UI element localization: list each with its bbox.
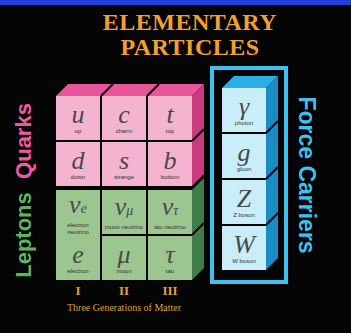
particle-name: Z boson: [233, 212, 255, 219]
particle-name: top: [166, 128, 174, 135]
particle-cube: ggluon: [222, 134, 266, 178]
axis-caption: Three Generations of Matter: [67, 302, 181, 313]
particle-name: electron neutrino: [58, 222, 98, 235]
quark-side-face: [192, 84, 204, 186]
quark-top-face: [56, 84, 204, 96]
generation-number: I: [75, 283, 80, 299]
particle-cube: eelectron: [56, 236, 100, 280]
particle-symbol: μ: [117, 241, 130, 268]
particle-symbol: c: [118, 101, 130, 128]
generation-number: II: [119, 283, 129, 299]
particle-symbol: ντ: [162, 193, 179, 224]
particle-cube: uup: [56, 96, 100, 140]
particle-cube: νμmuon neutrino: [102, 190, 146, 234]
particle-symbol: νμ: [115, 193, 134, 224]
face-divider: [147, 84, 159, 96]
face-divider: [266, 213, 278, 225]
particle-symbol: νe: [69, 191, 87, 222]
face-divider: [192, 223, 204, 235]
particle-symbol: d: [72, 147, 85, 174]
particle-name: down: [71, 174, 85, 181]
particle-cube: ZZ boson: [222, 180, 266, 224]
particle-cube: ccharm: [102, 96, 146, 140]
particle-symbol: W: [233, 231, 255, 258]
group-label: Quarks: [11, 103, 37, 179]
particle-cube: sstrange: [102, 142, 146, 186]
force-side-face: [266, 76, 278, 270]
particle-name: tau neutrino: [154, 224, 186, 231]
group-label: Leptons: [11, 192, 37, 278]
particle-name: muon neutrino: [105, 224, 143, 231]
particle-symbol: e: [72, 241, 84, 268]
particle-name: photon: [235, 120, 253, 127]
particle-symbol: τ: [165, 241, 174, 268]
particle-name: gluon: [237, 166, 252, 173]
particle-symbol: t: [166, 101, 173, 128]
particle-cube: bbottom: [148, 142, 192, 186]
particle-symbol: γ: [239, 93, 249, 120]
particle-symbol: g: [238, 139, 251, 166]
particle-cube: μmuon: [102, 236, 146, 280]
particle-name: electron: [67, 268, 88, 275]
generation-number: III: [162, 283, 177, 299]
particle-symbol: b: [164, 147, 177, 174]
particle-name: tau: [166, 268, 174, 275]
particle-name: muon: [116, 268, 131, 275]
particle-name: up: [75, 128, 82, 135]
top-band: [0, 0, 351, 5]
face-divider: [192, 129, 204, 141]
particle-cube: νeelectron neutrino: [56, 190, 100, 236]
chart-title: ELEMENTARY PARTICLES: [40, 10, 340, 60]
face-divider: [266, 121, 278, 133]
particle-name: W boson: [232, 258, 256, 265]
particle-cube: ντtau neutrino: [148, 190, 192, 234]
force-frame: [212, 68, 286, 282]
group-label: Force Carriers: [293, 96, 320, 253]
face-divider: [101, 84, 113, 96]
particle-cube: τtau: [148, 236, 192, 280]
particle-cube: ttop: [148, 96, 192, 140]
particle-name: strange: [114, 174, 134, 181]
lepton-side-face: [192, 178, 204, 280]
particle-cube: ddown: [56, 142, 100, 186]
particle-symbol: Z: [237, 185, 251, 212]
particle-name: charm: [116, 128, 133, 135]
particle-cube: WW boson: [222, 226, 266, 270]
particle-symbol: u: [72, 101, 85, 128]
face-divider: [266, 167, 278, 179]
particle-name: bottom: [161, 174, 179, 181]
particle-symbol: s: [119, 147, 129, 174]
particle-cube: γphoton: [222, 88, 266, 132]
